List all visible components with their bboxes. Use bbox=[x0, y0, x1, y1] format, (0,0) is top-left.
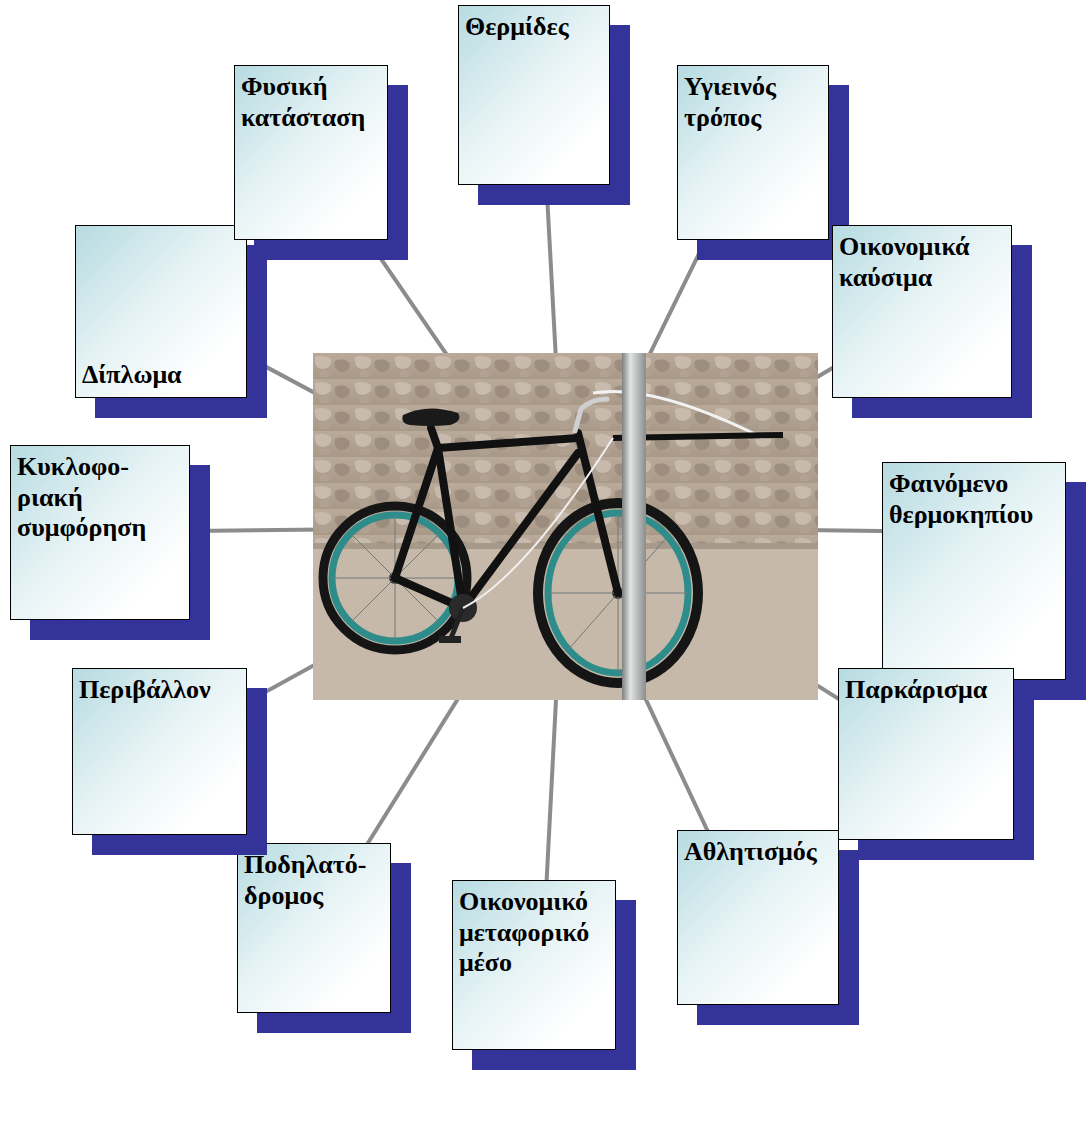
topic-text: Υγιεινός τρόπος bbox=[684, 72, 822, 133]
topic-text: Κυκλοφο-ριακή συμφόρηση bbox=[17, 452, 183, 544]
topic-text: Θερμίδες bbox=[465, 12, 603, 43]
topic-box: Ποδηλατό-δρομος bbox=[237, 843, 391, 1013]
topic-text: Περιβάλλον bbox=[79, 675, 240, 706]
topic-box: Αθλητισμός bbox=[677, 830, 839, 1005]
topic-box: Οικονομικά καύσιμα bbox=[832, 225, 1012, 398]
topic-text: Παρκάρισμα bbox=[845, 675, 1007, 706]
topic-text: Φαινόμενο θερμοκηπίου bbox=[889, 469, 1059, 530]
topic-box: Θερμίδες bbox=[458, 5, 610, 185]
topic-box: Παρκάρισμα bbox=[838, 668, 1014, 840]
topic-box: Οικονομικό μεταφορικό μέσο bbox=[452, 880, 616, 1050]
topic-text: Οικονομικά καύσιμα bbox=[839, 232, 1005, 293]
topic-box: Φυσική κατάσταση bbox=[234, 65, 388, 240]
topic-box: Υγιεινός τρόπος bbox=[677, 65, 829, 240]
topic-text: Οικονομικό μεταφορικό μέσο bbox=[459, 887, 609, 979]
bicycle-photo bbox=[313, 353, 818, 700]
topic-box: Περιβάλλον bbox=[72, 668, 247, 835]
topic-text: Αθλητισμός bbox=[684, 837, 832, 868]
topic-box: Φαινόμενο θερμοκηπίου bbox=[882, 462, 1066, 680]
topic-box: Κυκλοφο-ριακή συμφόρηση bbox=[10, 445, 190, 620]
topic-text: Φυσική κατάσταση bbox=[241, 72, 381, 133]
topic-box: Δίπλωμα bbox=[75, 225, 247, 398]
topic-text: Ποδηλατό-δρομος bbox=[244, 850, 384, 911]
topic-text: Δίπλωμα bbox=[82, 360, 240, 391]
